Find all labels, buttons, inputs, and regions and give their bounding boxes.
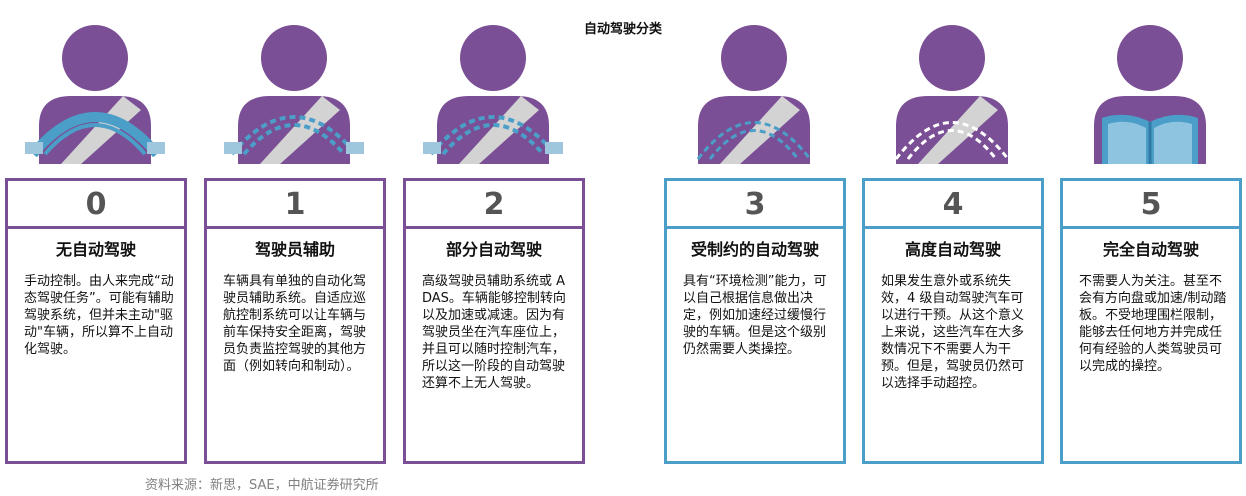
level-name: 部分自动驾驶 — [445, 240, 542, 259]
person-reading-book-icon — [1080, 14, 1220, 164]
level-name: 受制约的自动驾驶 — [690, 240, 819, 259]
level-name: 驾驶员辅助 — [254, 240, 335, 259]
level-number: 1 — [207, 181, 383, 229]
level-name: 完全自动驾驶 — [1102, 240, 1199, 259]
level-description: 不需要人为关注。甚至不会有方向盘或加速/制动踏板。不受地理围栏限制，能够去任何地… — [1079, 274, 1227, 374]
level-number: 0 — [8, 181, 184, 229]
level-card-2: 2 部分自动驾驶 高级驾驶员辅助系统或 ADAS。车辆能够控制转向以及加速或减速… — [403, 178, 585, 464]
level-card-1: 1 驾驶员辅助 车辆具有单独的自动化驾驶员辅助系统。自适应巡航控制系统可以让车辆… — [204, 178, 386, 464]
driver-conditional-wheel-icon — [684, 14, 824, 164]
level-name: 高度自动驾驶 — [904, 240, 1001, 259]
level-number: 3 — [667, 181, 843, 229]
level-card-3: 3 受制约的自动驾驶 具有“环境检测”能力，可以自己根据信息做出决定，例如加速经… — [664, 178, 846, 464]
level-number: 5 — [1063, 181, 1239, 229]
level-card-4: 4 高度自动驾驶 如果发生意外或系统失效，4 级自动驾驶汽车可以进行干预。从这个… — [862, 178, 1044, 464]
level-description: 手动控制。由人来完成“动态驾驶任务”。可能有辅助驾驶系统，但并未主动"驱动"车辆… — [24, 274, 174, 357]
driver-steering-wheel-icon — [25, 14, 165, 164]
level-description: 如果发生意外或系统失效，4 级自动驾驶汽车可以进行干预。从这个意义上来说，这些汽… — [881, 274, 1025, 391]
level-description: 高级驾驶员辅助系统或 ADAS。车辆能够控制转向以及加速或减速。因为有驾驶员坐在… — [422, 274, 566, 391]
level-name: 无自动驾驶 — [55, 240, 136, 259]
driver-high-automation-icon — [882, 14, 1022, 164]
level-description: 车辆具有单独的自动化驾驶员辅助系统。自适应巡航控制系统可以让车辆与前车保持安全距… — [223, 274, 367, 374]
level-card-0: 0 无自动驾驶 手动控制。由人来完成“动态驾驶任务”。可能有辅助驾驶系统，但并未… — [5, 178, 187, 464]
page-title: 自动驾驶分类 — [583, 22, 662, 37]
driver-assisted-wheel-icon — [224, 14, 364, 164]
level-description: 具有“环境检测”能力，可以自己根据信息做出决定，例如加速经过缓慢行驶的车辆。但是… — [683, 274, 827, 357]
level-number: 2 — [406, 181, 582, 229]
level-card-5: 5 完全自动驾驶 不需要人为关注。甚至不会有方向盘或加速/制动踏板。不受地理围栏… — [1060, 178, 1242, 464]
source-note: 资料来源：新思，SAE，中航证券研究所 — [145, 478, 379, 493]
driver-partial-wheel-icon — [423, 14, 563, 164]
level-number: 4 — [865, 181, 1041, 229]
